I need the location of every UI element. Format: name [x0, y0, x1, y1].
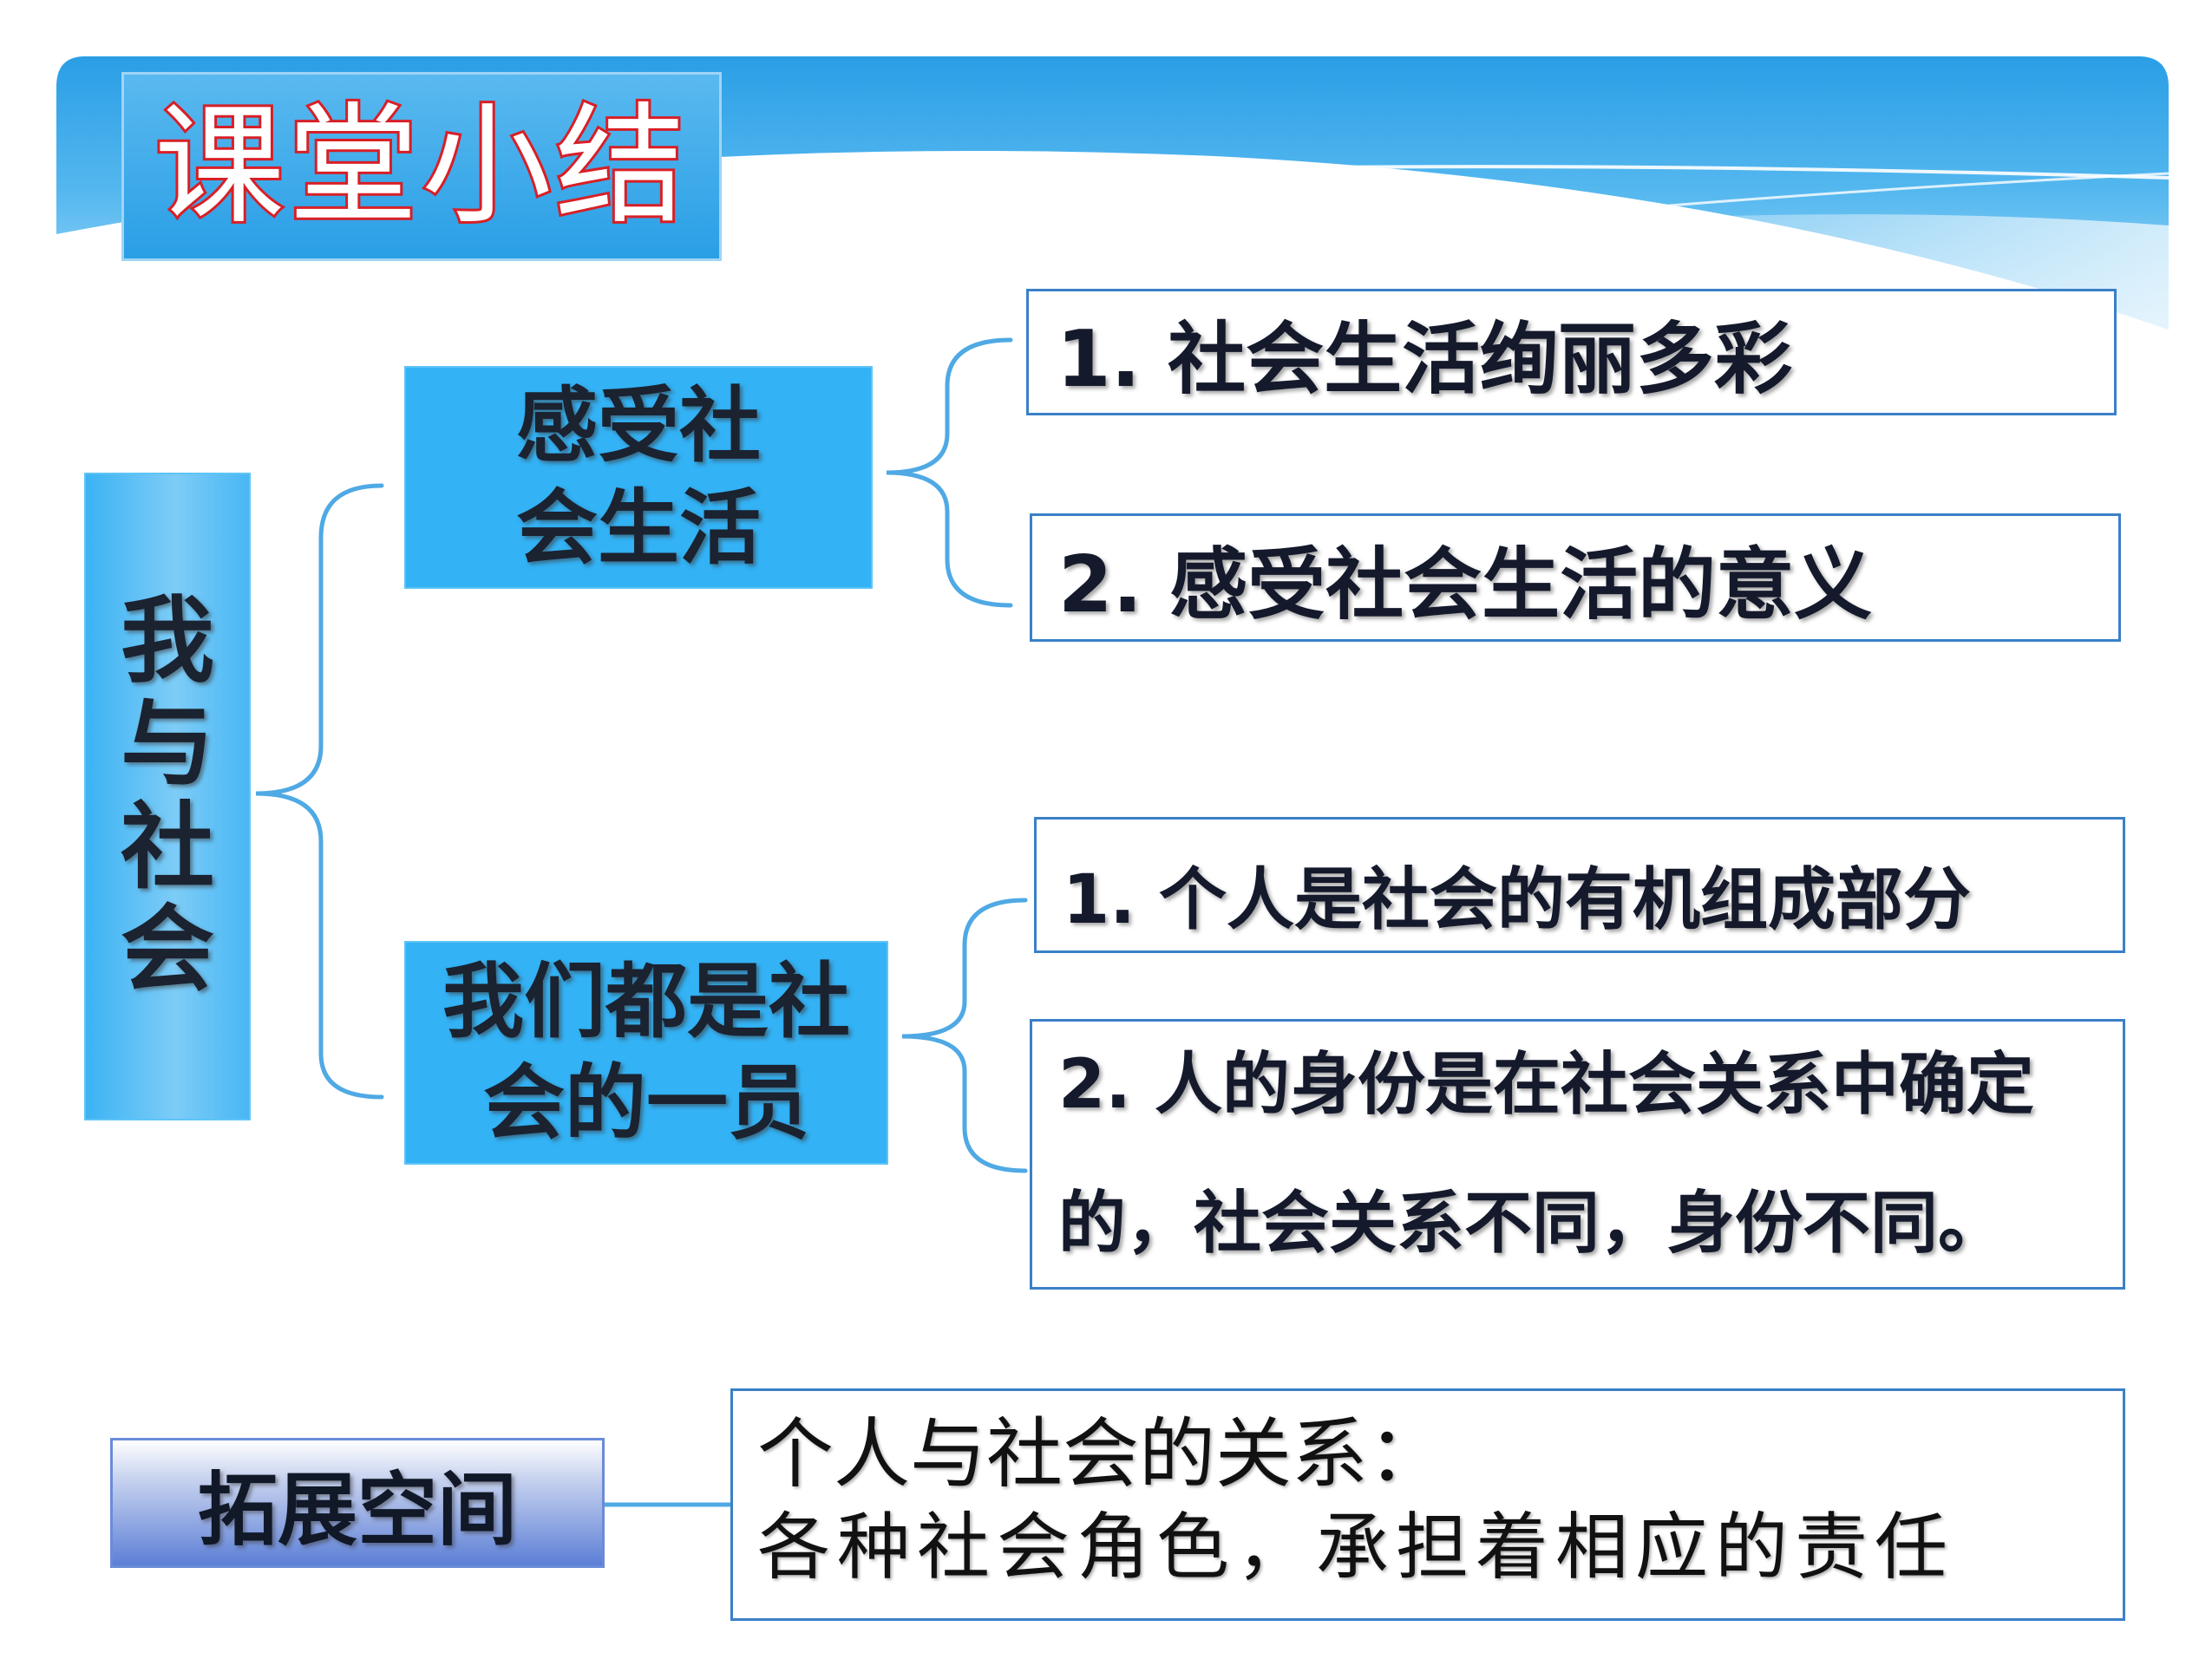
relationship-box: 个人与社会的关系： 各种社会角色，承担着相应的责任 [730, 1388, 2125, 1621]
root-topic-box: 我与社会 [84, 473, 251, 1120]
leaf-item: 2. 感受社会生活的意义 [1030, 513, 2121, 642]
branch-label: 感受社会生活 [515, 379, 761, 576]
extension-box: 拓展空间 [110, 1438, 605, 1568]
relationship-body: 各种社会角色，承担着相应的责任 [757, 1505, 1955, 1590]
page-title: 课堂小结 [152, 91, 689, 242]
relationship-heading: 个人与社会的关系： [757, 1409, 1445, 1499]
branch-label: 我们都是社会的一员 [442, 954, 850, 1152]
leaf-item: 1. 个人是社会的有机组成部分 [1034, 817, 2125, 953]
leaf-item: 2. 人的身份是在社会关系中确定的，社会关系不同，身份不同。 [1030, 1019, 2125, 1290]
branch-feel-social-life: 感受社会生活 [404, 366, 873, 589]
root-topic-label: 我与社会 [120, 586, 214, 1005]
branch-member-of-society: 我们都是社会的一员 [404, 941, 888, 1165]
leaf-item: 1. 社会生活绚丽多彩 [1026, 289, 2117, 415]
extension-label: 拓展空间 [197, 1463, 517, 1557]
title-box: 课堂小结 [121, 72, 722, 261]
